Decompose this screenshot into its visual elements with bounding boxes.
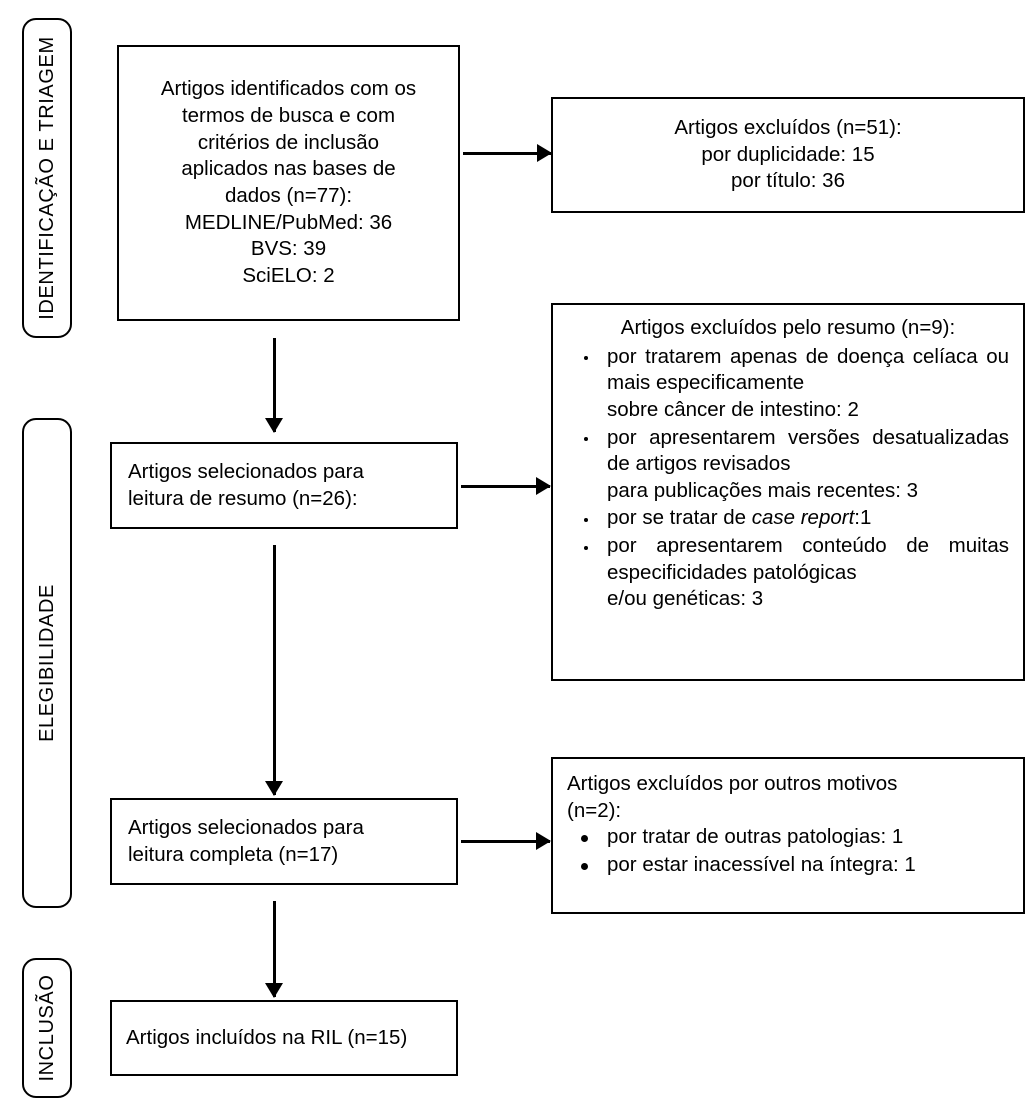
box-articles-identified-line-8: SciELO: 2	[242, 263, 335, 287]
box-selected-abstract-line-2: leitura de resumo (n=26):	[128, 486, 358, 510]
bullet-icon	[581, 862, 588, 870]
box-articles-identified-line-2: termos de busca e com	[181, 104, 396, 128]
box-articles-excluded-other: Artigos excluídos por outros motivos (n=…	[551, 757, 1025, 914]
box-excluded-screening-line-1: Artigos excluídos (n=51):	[674, 116, 902, 140]
box-articles-identified-line-1: Artigos identificados com os	[160, 77, 417, 101]
list-item: por estar inacessível na íntegra: 1	[567, 852, 1009, 879]
stage-pill-eligibility: ELEGIBILIDADE	[22, 418, 72, 908]
excluded-abstract-item-3-suffix: :1	[854, 506, 872, 530]
box-articles-excluded-screening: Artigos excluídos (n=51): por duplicidad…	[551, 97, 1025, 213]
list-item: por apresentarem versões desatualizadas …	[567, 425, 1009, 505]
box-articles-identified-line-6: MEDLINE/PubMed: 36	[184, 210, 393, 234]
arrow-selected-abstract-to-selected-full	[273, 545, 276, 795]
bullet-icon	[584, 356, 588, 361]
excluded-abstract-item-1-body: por tratarem apenas de doença celíaca ou…	[607, 344, 1009, 395]
excluded-other-item-1: por tratar de outras patologias: 1	[607, 825, 904, 849]
box-selected-full-line-2: leitura completa (n=17)	[128, 842, 339, 866]
box-articles-identified: Artigos identificados com os termos de b…	[117, 45, 460, 321]
bullet-icon	[584, 545, 588, 550]
box-excluded-other-title-line-2: (n=2):	[567, 798, 622, 822]
box-articles-identified-line-5: dados (n=77):	[224, 184, 353, 207]
excluded-abstract-item-3-italic: case report	[751, 506, 855, 530]
box-selected-full-line-1: Artigos selecionados para	[128, 815, 364, 839]
excluded-other-item-2: por estar inacessível na íntegra: 1	[607, 852, 916, 876]
arrow-selected-full-to-excluded-other	[461, 840, 550, 843]
stage-label-inclusion: INCLUSÃO	[36, 974, 58, 1082]
arrow-identified-to-excluded-screening	[463, 152, 551, 155]
stage-pill-identification: IDENTIFICAÇÃO E TRIAGEM	[22, 18, 72, 338]
box-included-line-1: Artigos incluídos na RIL (n=15)	[126, 1025, 408, 1049]
list-item: por tratar de outras patologias: 1	[567, 824, 1009, 851]
arrow-selected-full-to-included	[273, 901, 276, 997]
box-excluded-screening-line-3: por título: 36	[731, 169, 845, 193]
excluded-abstract-item-2-tail: para publicações mais recentes: 3	[607, 478, 919, 502]
box-excluded-other-title-line-1: Artigos excluídos por outros motivos	[567, 772, 898, 795]
stage-pill-inclusion: INCLUSÃO	[22, 958, 72, 1098]
excluded-abstract-item-3: por se tratar de case report:1	[607, 505, 1009, 532]
stage-label-identification: IDENTIFICAÇÃO E TRIAGEM	[36, 36, 58, 320]
box-articles-identified-line-4: aplicados nas bases de	[181, 157, 396, 181]
excluded-abstract-item-2-body: por apresentarem versões desatualizadas …	[607, 425, 1009, 476]
bullet-icon	[581, 834, 588, 842]
box-articles-identified-line-3: critérios de inclusão	[197, 130, 380, 154]
arrow-identified-to-selected-abstract	[273, 338, 276, 432]
box-articles-included: Artigos incluídos na RIL (n=15)	[110, 1000, 458, 1076]
box-articles-selected-abstract: Artigos selecionados para leitura de res…	[110, 442, 458, 529]
stage-label-eligibility: ELEGIBILIDADE	[36, 584, 58, 742]
box-excluded-other-list: por tratar de outras patologias: 1 por e…	[567, 824, 1009, 879]
box-articles-excluded-abstract: Artigos excluídos pelo resumo (n=9): por…	[551, 303, 1025, 681]
excluded-abstract-item-4-body: por apresentarem conteúdo de muitas espe…	[607, 534, 1009, 584]
excluded-abstract-item-1-tail: sobre câncer de intestino: 2	[607, 397, 859, 421]
bullet-icon	[584, 518, 588, 523]
excluded-abstract-item-4-tail: e/ou genéticas: 3	[607, 587, 764, 611]
arrow-selected-abstract-to-excluded-abstract	[461, 485, 550, 488]
box-selected-abstract-line-1: Artigos selecionados para	[128, 459, 364, 483]
list-item: por tratarem apenas de doença celíaca ou…	[567, 344, 1009, 424]
box-articles-selected-full: Artigos selecionados para leitura comple…	[110, 798, 458, 885]
list-item: por se tratar de case report:1	[567, 505, 1009, 532]
bullet-icon	[584, 437, 588, 442]
box-excluded-screening-line-2: por duplicidade: 15	[701, 142, 875, 166]
list-item: por apresentarem conteúdo de muitas espe…	[567, 533, 1009, 613]
box-articles-identified-line-7: BVS: 39	[250, 237, 327, 261]
box-excluded-abstract-title: Artigos excluídos pelo resumo (n=9):	[620, 316, 956, 339]
excluded-abstract-item-3-prefix: por se tratar de	[607, 506, 752, 530]
box-excluded-abstract-list: por tratarem apenas de doença celíaca ou…	[567, 344, 1009, 614]
